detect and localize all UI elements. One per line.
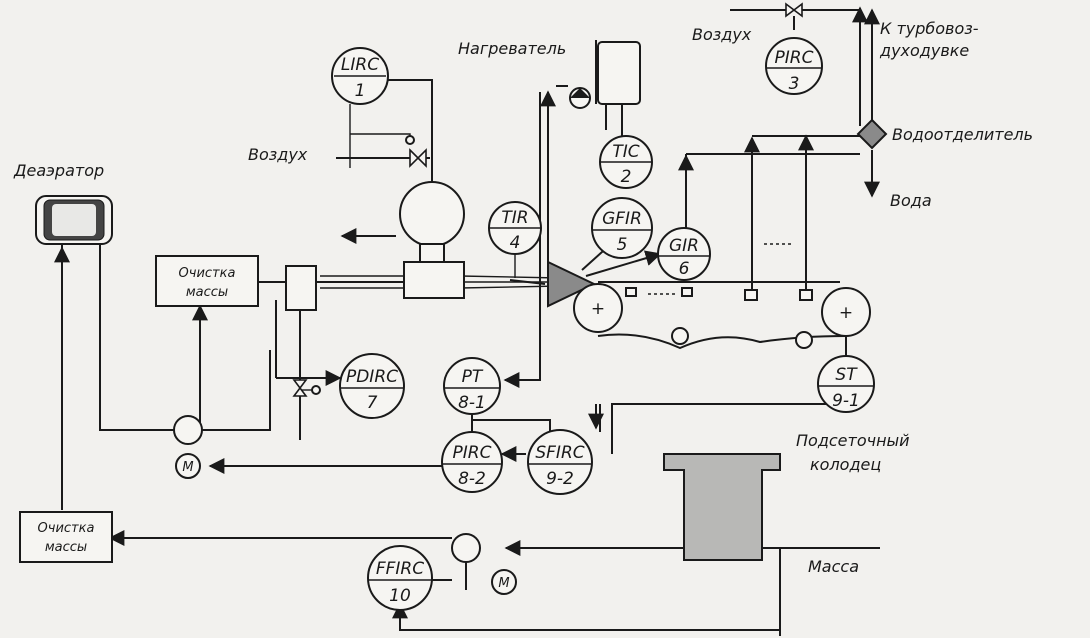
- label-pit-1: Подсеточный: [796, 431, 910, 450]
- deaerator-vessel: [35, 195, 113, 245]
- instrument-tag: PDIRC: [346, 367, 398, 387]
- instrument-st-9-1: ST 9-1: [817, 355, 875, 413]
- instrument-num: 6: [679, 259, 690, 279]
- valve-air-left: [405, 135, 427, 168]
- instrument-tag: PT: [462, 367, 484, 387]
- instrument-num: 1: [355, 81, 366, 101]
- instrument-num: 9-2: [546, 469, 574, 489]
- headbox-slice: [547, 260, 597, 308]
- instrument-pdirc-7: PDIRC 7: [339, 353, 405, 419]
- label-pit-2: колодец: [810, 455, 881, 474]
- label-to-blower-2: духодувке: [879, 41, 969, 60]
- instrument-sfirc-9-2: SFIRC 9-2: [527, 429, 593, 495]
- cleaning-bottom-line1: Очистка: [38, 521, 95, 536]
- cleaning-bottom-line2: массы: [45, 540, 87, 555]
- instrument-pirc-8-2: PIRC 8-2: [441, 431, 503, 493]
- instrument-tag: ST: [835, 365, 858, 385]
- label-heater: Нагреватель: [458, 39, 566, 58]
- svg-text:+: +: [839, 303, 853, 323]
- svg-text:+: +: [591, 299, 605, 319]
- instrument-num: 8-2: [458, 469, 486, 489]
- label-deaerator: Деаэратор: [13, 161, 104, 180]
- cleaning-box-top: Очистка массы: [155, 255, 259, 307]
- label-air-top: Воздух: [692, 25, 752, 44]
- instrument-tag: SFIRC: [535, 443, 584, 463]
- instrument-tag: FFIRC: [376, 559, 424, 579]
- instrument-tag: PIRC: [775, 48, 814, 68]
- cleaning-top-line1: Очистка: [179, 266, 236, 281]
- instrument-pirc-3: PIRC 3: [765, 37, 823, 95]
- label-air-left: Воздух: [248, 145, 308, 164]
- underwire-pit: [663, 453, 781, 561]
- forming-wire: + +: [573, 243, 871, 350]
- headbox-tank: [399, 181, 465, 299]
- instrument-gir-6: GIR 6: [657, 227, 711, 281]
- instrument-tag: GFIR: [602, 209, 642, 229]
- instrument-tag: TIR: [501, 208, 528, 228]
- instrument-num: 4: [510, 233, 521, 253]
- fan-pump-top: M: [173, 415, 203, 479]
- instrument-tag: TIC: [612, 142, 639, 162]
- instrument-gfir-5: GFIR 5: [591, 197, 653, 259]
- label-water-separator: Водоотделитель: [892, 125, 1033, 144]
- label-to-blower-1: К турбовоз-: [880, 19, 979, 38]
- motor-bottom-label: M: [498, 576, 509, 591]
- cleaning-box-bottom: Очистка массы: [19, 511, 113, 563]
- instrument-tag: LIRC: [341, 55, 379, 75]
- instrument-pt-8-1: PT 8-1: [443, 357, 501, 415]
- fan-pump-bottom: M: [451, 533, 517, 595]
- instrument-tag: GIR: [669, 236, 699, 256]
- label-mass: Масса: [808, 557, 859, 576]
- instrument-num: 8-1: [458, 393, 486, 413]
- instrument-ffirc-10: FFIRC 10: [367, 545, 433, 611]
- heater: [569, 41, 641, 109]
- label-water: Вода: [890, 191, 932, 210]
- instrument-num: 5: [617, 235, 628, 255]
- instrument-num: 7: [367, 393, 378, 413]
- distribution-box: [285, 265, 317, 311]
- instrument-tic-2: TIC 2: [599, 135, 653, 189]
- cleaning-top-line2: массы: [186, 285, 228, 300]
- instrument-num: 9-1: [832, 391, 860, 411]
- instrument-num: 2: [621, 167, 632, 187]
- instrument-num: 3: [789, 74, 800, 94]
- instrument-tir-4: TIR 4: [488, 201, 542, 255]
- instrument-tag: PIRC: [453, 443, 492, 463]
- instrument-num: 10: [389, 586, 411, 606]
- instrument-lirc-1: LIRC 1: [331, 47, 389, 105]
- water-separator-symbol: [856, 118, 888, 150]
- motor-top-label: M: [182, 460, 193, 475]
- valve-pdirc: [292, 379, 321, 397]
- valve-air-top: [785, 2, 803, 18]
